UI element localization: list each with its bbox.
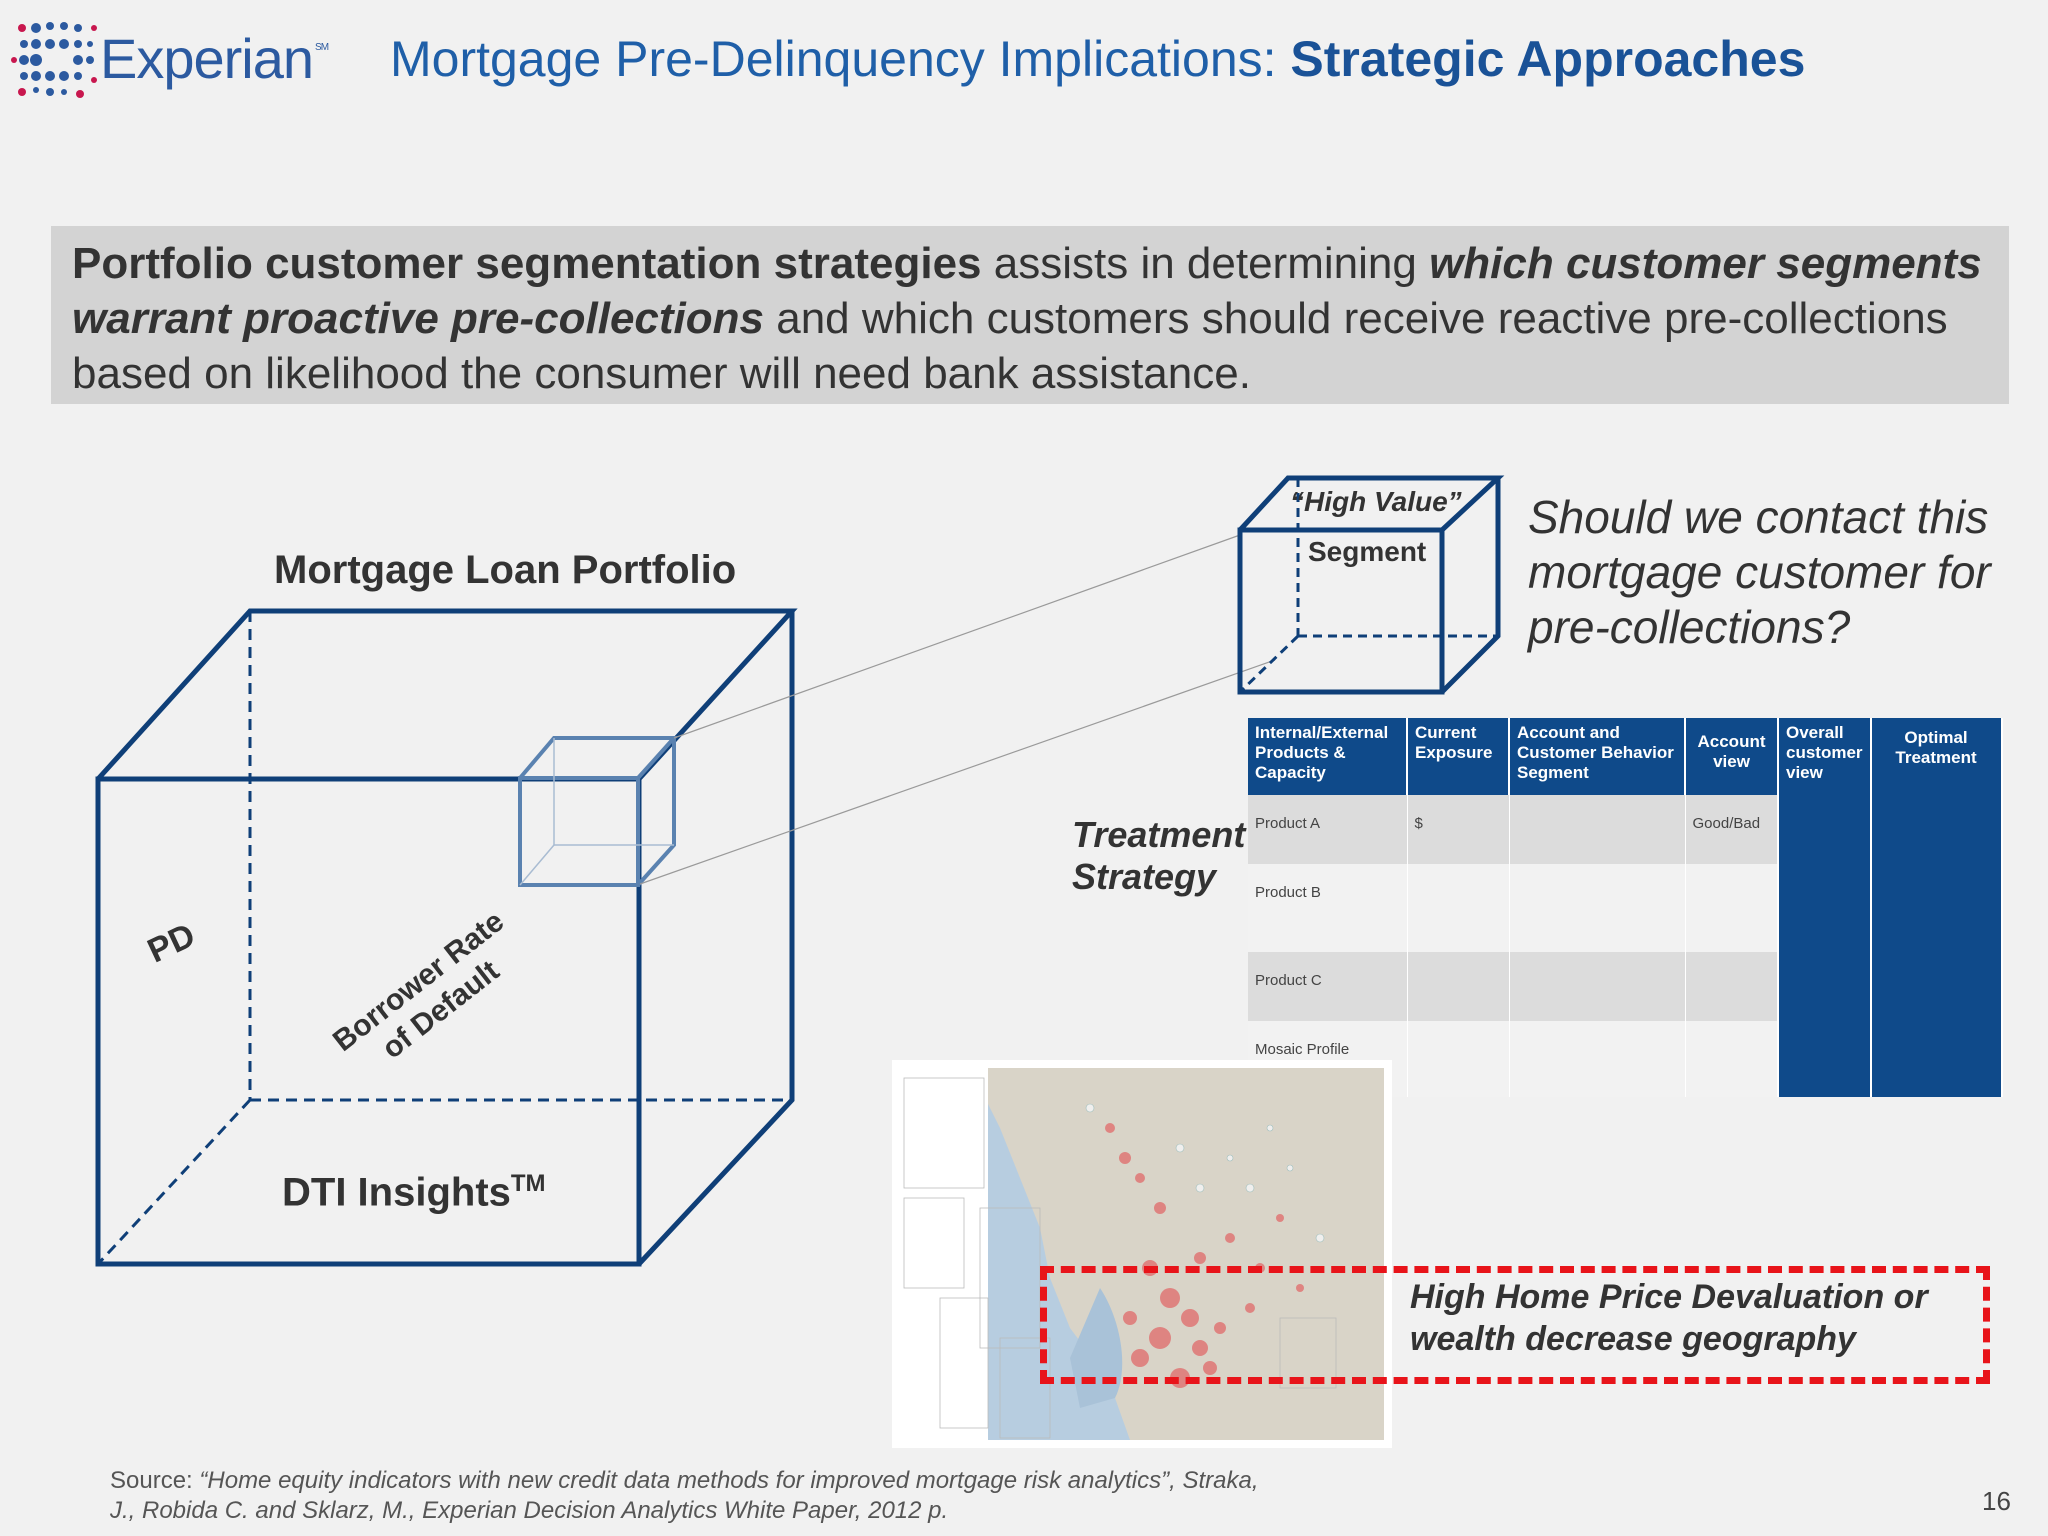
table-cell bbox=[1407, 952, 1510, 1021]
summary-banner bbox=[51, 226, 2009, 404]
table-cell bbox=[1407, 1021, 1510, 1097]
table-cell bbox=[1685, 952, 1779, 1021]
table-cell bbox=[1509, 1021, 1686, 1097]
summary-text: Portfolio customer segmentation strategi… bbox=[72, 239, 1982, 398]
table-cell: Product C bbox=[1248, 952, 1408, 1021]
table-cell: Product B bbox=[1248, 864, 1408, 952]
page-title: Mortgage Pre-Delinquency Implications: S… bbox=[390, 31, 1806, 87]
table-header-row: Internal/External Products & Capacity Cu… bbox=[1248, 718, 2003, 795]
page-number: 16 bbox=[1982, 1486, 2011, 1516]
table-cell bbox=[1407, 864, 1510, 952]
column-header: Account view bbox=[1685, 718, 1779, 795]
optimal-treatment-column bbox=[1870, 795, 2003, 1097]
geography-callout-text: High Home Price Devaluation or wealth de… bbox=[1410, 1278, 1928, 1358]
table-cell: Product A bbox=[1248, 795, 1408, 864]
column-header: Internal/External Products & Capacity bbox=[1248, 718, 1408, 795]
table-row: Product C bbox=[1248, 952, 2002, 1021]
table-row: Product B bbox=[1248, 864, 2002, 952]
table-cell bbox=[1509, 864, 1686, 952]
column-header: Overall customer view bbox=[1777, 718, 1872, 795]
experian-logo-icon bbox=[11, 22, 97, 98]
table-cell: $ bbox=[1407, 795, 1510, 864]
table-cell bbox=[1685, 864, 1779, 952]
geography-map-image bbox=[892, 1060, 1392, 1448]
geography-callout-box bbox=[1040, 1266, 1990, 1384]
segment-label: Segment bbox=[1308, 536, 1427, 567]
map-graphic bbox=[900, 1068, 1384, 1440]
table-cell: Good/Bad bbox=[1685, 795, 1779, 864]
source-citation: Source: “Home equity indicators with new… bbox=[110, 1467, 1259, 1524]
table-cell bbox=[1509, 795, 1686, 864]
treatment-strategy-table: Internal/External Products & Capacity Cu… bbox=[1248, 718, 2003, 1097]
overall-view-column bbox=[1777, 795, 1872, 1097]
table-row: Product A $ Good/Bad bbox=[1248, 795, 2003, 1097]
portfolio-cube-title: Mortgage Loan Portfolio bbox=[274, 548, 737, 592]
dti-axis-label: DTI InsightsTM bbox=[282, 1170, 546, 1215]
column-header: Account and Customer Behavior Segment bbox=[1509, 718, 1686, 795]
contact-question: Should we contact this mortgage customer… bbox=[1528, 491, 1991, 653]
table-cell bbox=[1685, 1021, 1779, 1097]
map-canvas bbox=[900, 1068, 1384, 1440]
column-header: Optimal Treatment bbox=[1870, 718, 2003, 795]
table-cell bbox=[1509, 952, 1686, 1021]
table-row: Mosaic Profile bbox=[1248, 1021, 2002, 1097]
column-header: Current Exposure bbox=[1407, 718, 1510, 795]
high-value-label: “High Value” bbox=[1290, 486, 1462, 517]
